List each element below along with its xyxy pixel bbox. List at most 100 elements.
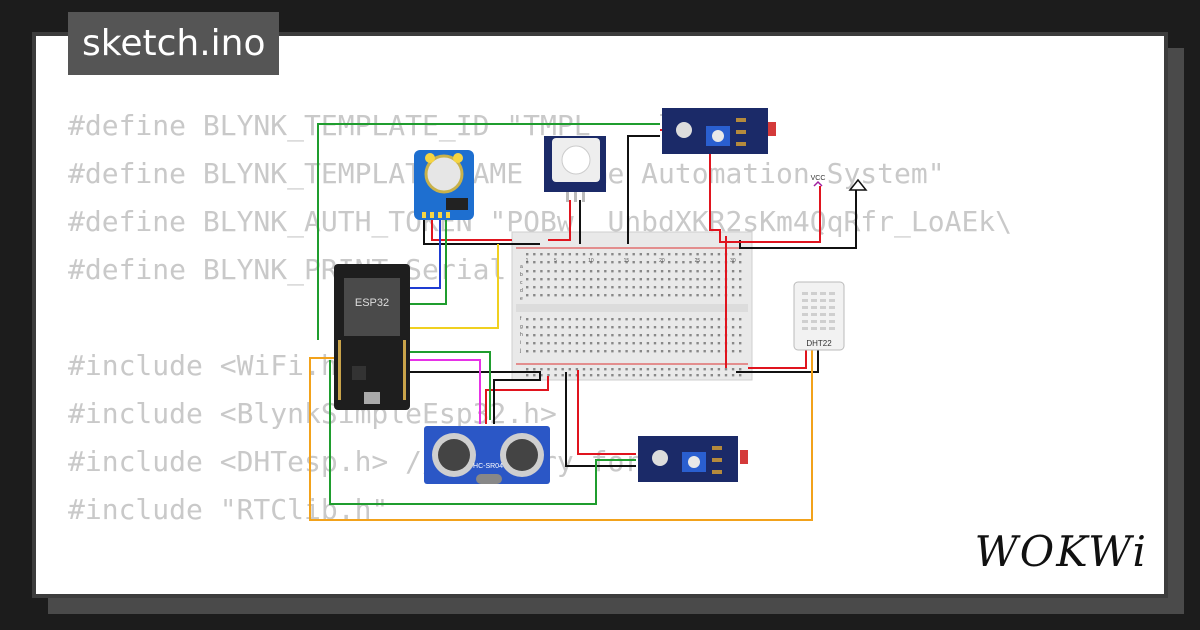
breadboard-hole xyxy=(653,342,657,345)
breadboard-hole xyxy=(625,350,628,353)
breadboard-hole xyxy=(646,374,650,377)
ldr-module-top[interactable] xyxy=(662,108,776,154)
breadboard-hole xyxy=(717,374,721,377)
breadboard-hole xyxy=(540,334,543,337)
breadboard-hole xyxy=(731,326,735,329)
breadboard-hole xyxy=(682,261,685,264)
breadboard-hole xyxy=(547,342,550,345)
dht22-sensor[interactable]: DHT22 xyxy=(793,281,845,351)
breadboard-row-letter: i xyxy=(520,340,521,346)
breadboard-row-letter: f xyxy=(520,316,522,322)
breadboard-hole xyxy=(689,286,692,289)
breadboard-hole xyxy=(568,294,571,297)
breadboard-hole xyxy=(703,286,706,289)
breadboard-hole xyxy=(668,253,671,256)
wire-black-dht xyxy=(736,350,819,373)
breadboard-hole xyxy=(682,342,685,345)
breadboard-hole xyxy=(668,294,671,297)
dht22-vent xyxy=(802,306,808,309)
breadboard-hole xyxy=(675,253,678,256)
breadboard-hole xyxy=(589,318,593,321)
rtc-module[interactable] xyxy=(414,150,474,220)
breadboard-hole xyxy=(597,294,600,297)
breadboard-hole xyxy=(533,270,536,273)
breadboard-hole xyxy=(696,253,699,256)
dht22-vent xyxy=(802,299,808,302)
breadboard-hole xyxy=(526,261,529,264)
dht22-vent xyxy=(811,327,817,330)
breadboard-hole xyxy=(660,253,664,256)
breadboard-hole xyxy=(540,278,543,281)
breadboard-hole xyxy=(561,286,564,289)
breadboard-hole xyxy=(597,368,600,371)
breadboard-hole xyxy=(675,286,678,289)
breadboard-hole xyxy=(582,326,586,329)
breadboard-hole xyxy=(660,334,664,337)
breadboard-hole xyxy=(739,334,742,337)
wire-red-dht xyxy=(748,350,807,369)
pir-sensor[interactable] xyxy=(544,136,606,202)
breadboard-hole xyxy=(625,334,628,337)
breadboard-hole xyxy=(632,278,635,281)
breadboard-hole xyxy=(717,342,721,345)
breadboard-hole xyxy=(682,368,685,371)
breadboard-hole xyxy=(589,350,593,353)
breadboard-hole xyxy=(554,342,557,345)
breadboard-hole xyxy=(582,294,586,297)
breadboard-hole xyxy=(660,286,664,289)
breadboard-hole xyxy=(717,350,721,353)
breadboard-column-number: 15 xyxy=(624,258,630,264)
breadboard-hole xyxy=(561,278,564,281)
breadboard-hole xyxy=(554,368,557,371)
breadboard-hole xyxy=(632,270,635,273)
ultrasonic-sensor[interactable]: HC-SR04 xyxy=(424,426,550,484)
breadboard-hole xyxy=(710,253,713,256)
breadboard-hole xyxy=(632,318,635,321)
breadboard-hole xyxy=(597,253,600,256)
breadboard-hole xyxy=(632,342,635,345)
breadboard-hole xyxy=(675,342,678,345)
breadboard-hole xyxy=(710,278,713,281)
ldr-module-bottom[interactable] xyxy=(638,436,748,482)
dht22-vent xyxy=(820,320,826,323)
breadboard-hole xyxy=(526,368,529,371)
breadboard-hole xyxy=(604,261,607,264)
breadboard-row-letter: b xyxy=(520,272,523,278)
code-line: RTC_DS1307 rtc; xyxy=(68,582,1012,594)
breadboard-hole xyxy=(533,334,536,337)
breadboard-hole xyxy=(689,374,692,377)
breadboard-hole xyxy=(611,318,614,321)
breadboard-hole xyxy=(547,334,550,337)
breadboard-hole xyxy=(604,270,607,273)
breadboard-hole xyxy=(682,253,685,256)
breadboard-hole xyxy=(689,261,692,264)
breadboard-hole xyxy=(575,334,579,337)
breadboard-hole xyxy=(632,261,635,264)
breadboard-hole xyxy=(703,368,706,371)
breadboard-hole xyxy=(526,286,529,289)
wires xyxy=(309,123,857,521)
esp32-board[interactable]: ESP32 xyxy=(334,264,410,410)
breadboard-hole xyxy=(589,294,593,297)
breadboard-hole xyxy=(660,270,664,273)
breadboard-hole xyxy=(625,368,628,371)
breadboard-hole xyxy=(561,368,564,371)
breadboard-hole xyxy=(660,318,664,321)
breadboard-hole xyxy=(540,326,543,329)
breadboard-hole xyxy=(632,368,635,371)
breadboard-hole xyxy=(731,334,735,337)
code-line: #include "RTClib.h" xyxy=(68,493,389,526)
breadboard-hole xyxy=(682,294,685,297)
breadboard-hole xyxy=(724,374,728,377)
breadboard-hole xyxy=(589,334,593,337)
breadboard-hole xyxy=(668,342,671,345)
breadboard-hole xyxy=(668,270,671,273)
breadboard-hole xyxy=(533,261,536,264)
breadboard-hole xyxy=(597,261,600,264)
breadboard-hole xyxy=(618,270,621,273)
breadboard-holes xyxy=(526,253,742,377)
breadboard-hole xyxy=(675,368,678,371)
breadboard-hole xyxy=(582,368,586,371)
breadboard-hole xyxy=(639,342,642,345)
